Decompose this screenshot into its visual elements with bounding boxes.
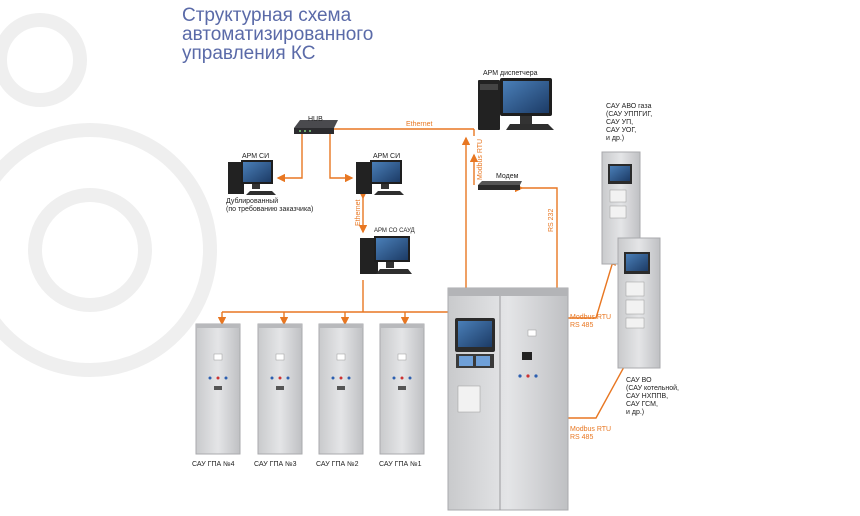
arm-si-left-label: АРМ СИ [242,153,270,160]
arm-si-right-label: АРМ СИ [373,153,401,160]
sau-avo-line-5: и др.) [606,135,625,142]
arm-so-saud-label: АРМ СО САУД [374,228,415,234]
sau-vo-cabinet [617,237,661,369]
title-line-2: автоматизированного [182,24,374,45]
sau-vo-line-4: САУ ГСМ, [626,401,658,408]
sau-avo-line-4: САУ УОГ, [606,127,637,134]
modem-label: Модем [496,173,519,180]
sau-avo-line-2: (САУ УППГИГ, [606,111,653,118]
sau-avo-label: САУ АВО газа (САУ УППГИГ, САУ УП, САУ УО… [606,103,652,143]
gpa-3-label: САУ ГПА №3 [254,461,297,468]
modbus-upper-line-2: RS 485 [570,322,594,329]
workstation-arm-si-right [356,160,404,195]
modbus-rtu-vertical-label: Modbus RTU [477,138,484,180]
gear-watermark-icon [0,13,217,377]
sau-vo-line-5: и др.) [626,409,645,416]
modem-device [478,181,522,190]
workstation-arm-si-left [228,160,276,195]
arm-si-left-note: Дублированный (по требованию заказчика) [226,198,313,214]
page-title: Структурная схема автоматизированного уп… [182,6,373,63]
connection-lines [217,124,637,423]
ethernet-vertical-label: Ethernet [355,199,362,226]
modbus-lower-line-1: Modbus RTU [570,426,612,433]
gpa-2-label: САУ ГПА №2 [316,461,359,468]
ethernet-top-label: Ethernet [406,121,433,128]
gpa-1-label: САУ ГПА №1 [379,461,422,468]
workstation-dispatcher [478,78,554,130]
modbus-lower-label: Modbus RTU RS 485 [570,426,611,442]
rs232-label: RS 232 [548,208,555,232]
hub-label: HUB [308,116,323,123]
sau-vo-line-3: САУ НХППВ, [626,393,669,400]
sau-avo-line-1: САУ АВО газа [606,103,652,110]
modbus-lower-line-2: RS 485 [570,434,594,441]
arm-dispatcher-label: АРМ диспетчера [483,70,538,77]
workstation-arm-so-saud [360,236,412,274]
gpa-cabinets [195,323,425,455]
modbus-upper-label: Modbus RTU RS 485 [570,314,611,330]
sau-vo-label: САУ ВО (САУ котельной, САУ НХППВ, САУ ГС… [626,377,679,417]
sau-vo-line-1: САУ ВО [626,377,652,384]
gpa-4-label: САУ ГПА №4 [192,461,235,468]
sau-vo-line-2: (САУ котельной, [626,385,679,392]
title-line-1: Структурная схема [182,5,352,26]
title-line-3: управления КС [182,43,316,64]
hub-device [294,120,338,134]
arm-si-left-note-line-1: Дублированный [226,198,279,205]
arm-si-left-note-line-2: (по требованию заказчика) [226,206,314,213]
main-control-cabinet [447,287,569,511]
sau-avo-line-3: САУ УП, [606,119,634,126]
modbus-upper-line-1: Modbus RTU [570,314,612,321]
